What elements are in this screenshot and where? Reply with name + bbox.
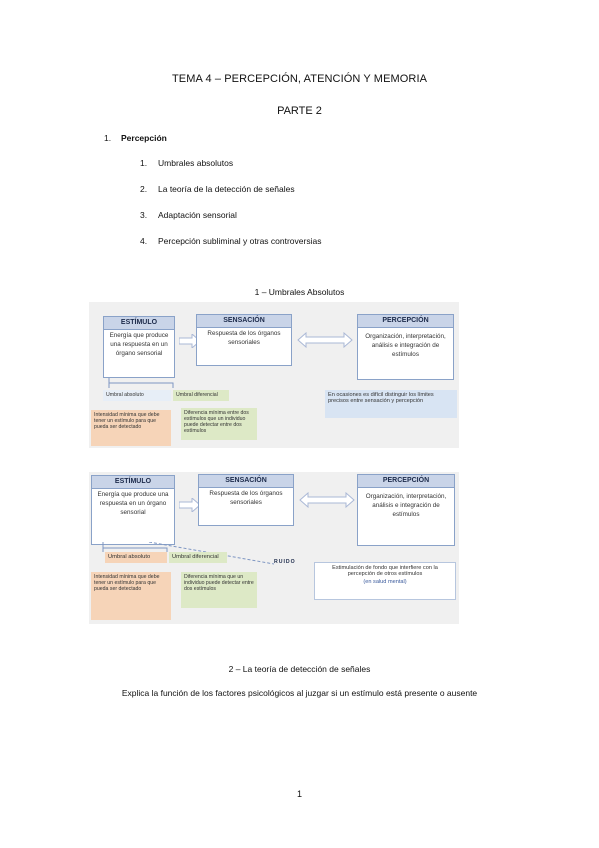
- sensation-header: SENSACIÓN: [199, 475, 293, 489]
- noise-note: Estimulación de fondo que interfiere con…: [332, 565, 438, 577]
- sensation-header: SENSACIÓN: [197, 315, 291, 329]
- perception-box: PERCEPCIÓN Organización, interpretación,…: [357, 474, 455, 546]
- perception-body: Organización, interpretación, análisis e…: [365, 333, 446, 359]
- stimulus-body: Energía que produce una respuesta en un …: [109, 332, 169, 358]
- threshold-abs-label: Umbral absoluto: [105, 552, 167, 563]
- diagram-umbrales-2: ESTÍMULO Energía que produce una respues…: [89, 472, 459, 624]
- double-arrow-icon: [297, 332, 353, 348]
- connector-lines: [108, 378, 174, 388]
- note-differential: Diferencia mínima entre dos estímulos qu…: [181, 408, 257, 440]
- stimulus-header: ESTÍMULO: [104, 317, 174, 331]
- perception-box: PERCEPCIÓN Organización, interpretación,…: [357, 314, 454, 380]
- stimulus-box: ESTÍMULO Energía que produce una respues…: [91, 475, 175, 545]
- stimulus-box: ESTÍMULO Energía que produce una respues…: [103, 316, 175, 378]
- sensation-box: SENSACIÓN Respuesta de los órganos senso…: [196, 314, 292, 366]
- list-item: 4. Percepción subliminal y otras controve…: [140, 236, 321, 246]
- list-item-label: Umbrales absolutos: [158, 158, 234, 168]
- stimulus-body: Energía que produce una respuesta en un …: [97, 491, 169, 517]
- threshold-diff-label: Umbral diferencial: [169, 552, 227, 563]
- section-number: 1.: [104, 133, 112, 143]
- stimulus-header: ESTÍMULO: [92, 476, 174, 490]
- noise-label: RUIDO: [274, 559, 296, 565]
- list-item: 3. Adaptación sensorial: [140, 210, 237, 220]
- list-item-number: 4.: [140, 236, 148, 246]
- note-differential: Diferencia mínima que un individuo puede…: [181, 572, 257, 608]
- note-absolute: Intensidad mínima que debe tener un estí…: [91, 410, 171, 446]
- perception-header: PERCEPCIÓN: [358, 475, 454, 489]
- right-arrow-icon: [179, 498, 201, 512]
- note-blue: En ocasiones es difícil distinguir los l…: [325, 390, 457, 418]
- page-number: 1: [296, 789, 302, 799]
- threshold-abs-label: Umbral absoluto: [103, 390, 171, 401]
- figure-caption: 1 – Umbrales Absolutos: [254, 287, 345, 297]
- document-title: TEMA 4 – PERCEPCIÓN, ATENCIÓN Y MEMORIA: [171, 73, 428, 85]
- sensation-body: Respuesta de los órganos sensoriales: [209, 490, 283, 507]
- connector-lines: [102, 542, 275, 565]
- list-item-number: 1.: [140, 158, 148, 168]
- list-item: 2. La teoría de la detección de señales: [140, 184, 295, 194]
- perception-header: PERCEPCIÓN: [358, 315, 453, 329]
- list-item-label: Percepción subliminal y otras controvers…: [158, 236, 322, 246]
- section-heading: 1. Percepción: [104, 133, 167, 143]
- threshold-diff-label: Umbral diferencial: [173, 390, 229, 401]
- sensation-body: Respuesta de los órganos sensoriales: [207, 330, 281, 347]
- noise-note-box: Estimulación de fondo que interfiere con…: [314, 562, 456, 600]
- section2-text: Explica la función de los factores psico…: [121, 688, 478, 698]
- diagram-umbrales-1: ESTÍMULO Energía que produce una respues…: [89, 302, 459, 448]
- list-item-number: 2.: [140, 184, 148, 194]
- section2-caption: 2 – La teoría de detección de señales: [228, 664, 371, 674]
- note-absolute: Intensidad mínima que debe tener un estí…: [91, 572, 171, 620]
- perception-body: Organización, interpretación, análisis e…: [365, 493, 447, 519]
- list-item-label: La teoría de la detección de señales: [158, 184, 295, 194]
- noise-sub: (en salud mental): [363, 579, 407, 585]
- list-item-number: 3.: [140, 210, 148, 220]
- sensation-box: SENSACIÓN Respuesta de los órganos senso…: [198, 474, 294, 526]
- list-item: 1. Umbrales absolutos: [140, 158, 233, 168]
- section-label: Percepción: [121, 133, 167, 143]
- list-item-label: Adaptación sensorial: [158, 210, 237, 220]
- document-subtitle: PARTE 2: [277, 105, 322, 117]
- double-arrow-icon: [299, 492, 355, 508]
